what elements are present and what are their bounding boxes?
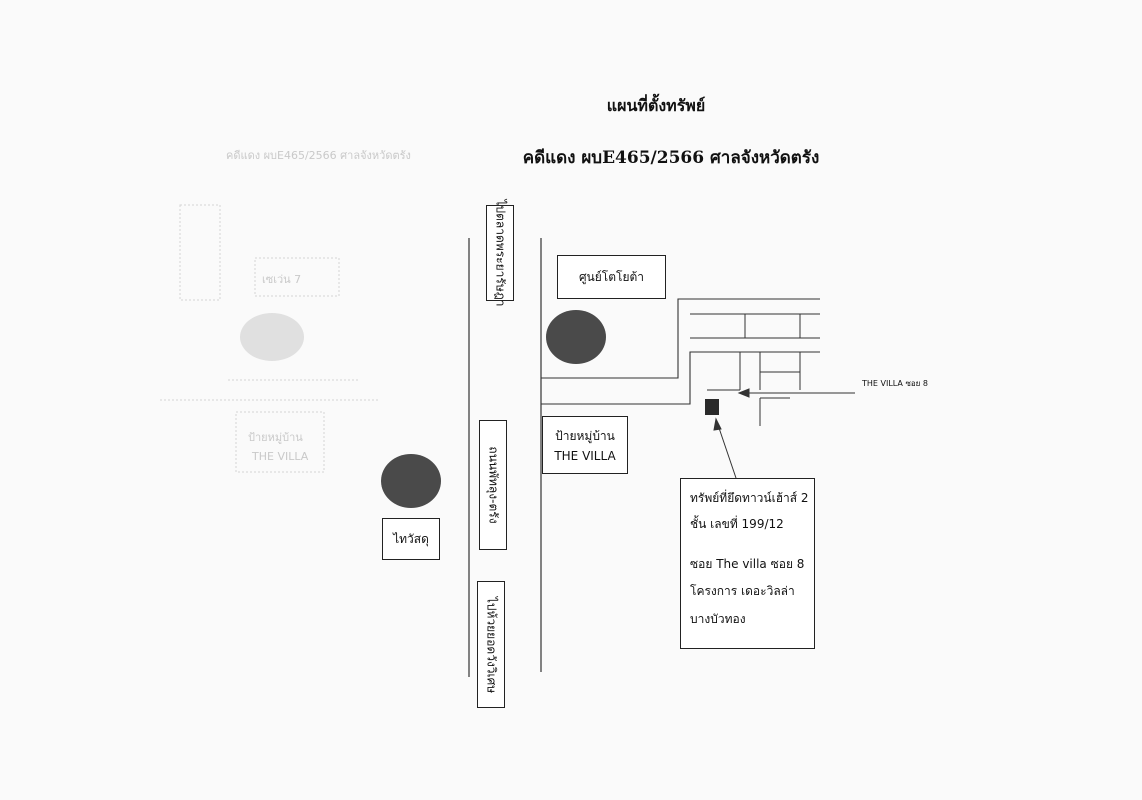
ghost-label-2: ป้ายหมู่บ้าน: [248, 431, 303, 444]
property-line-2: ชั้น เลขที่ 199/12: [690, 517, 784, 531]
ghost-marker: [240, 313, 304, 361]
toyota-center-label: ศูนย์โตโยต้า: [557, 255, 666, 299]
property-line-3: ซอย The villa ซอย 8: [690, 557, 805, 571]
ghost-rect-1: [179, 204, 221, 301]
ghost-rect-3: [235, 411, 325, 473]
property-description-box: ทรัพย์ที่ยึดทาวน์เฮ้าส์ 2 ชั้น เลขที่ 19…: [680, 478, 815, 649]
village-sign-line2: THE VILLA: [554, 449, 616, 463]
property-line-1: ทรัพย์ที่ยึดทาวน์เฮ้าส์ 2: [690, 491, 809, 505]
thai-watsadu-text: ไทวัสดุ: [393, 531, 429, 546]
side-road-upper: [541, 298, 820, 379]
ghost-label-3: THE VILLA: [252, 450, 309, 463]
case-number-heading: คดีแดง ผบE465/2566 ศาลจังหวัดตรัง: [522, 148, 820, 168]
road-label-bottom-text: ไปห้วยยอดวังวิเศษ: [484, 596, 499, 693]
toyota-location-marker: [546, 310, 606, 364]
side-road-lower: [541, 351, 820, 405]
ghost-label-1: เซเว่น 7: [262, 273, 302, 286]
thai-watsadu-location-marker: [381, 454, 441, 508]
road-label-middle: ถนนพัทลุง-ตรัง: [479, 420, 507, 550]
soi-pointer-label: THE VILLA ซอย 8: [862, 379, 928, 388]
toyota-center-text: ศูนย์โตโยต้า: [578, 269, 645, 284]
village-sign-label: ป้ายหมู่บ้าน THE VILLA: [542, 416, 628, 474]
pointer-arrows: [713, 388, 855, 479]
ghost-rect-2: [254, 257, 340, 297]
property-location-marker: [705, 399, 719, 415]
ghost-shapes: [160, 204, 380, 473]
property-line-5: บางบัวทอง: [690, 612, 746, 626]
property-line-4: โครงการ เดอะวิลล่า: [690, 584, 795, 598]
road-label-top-text: ไปตลาดพระยารัษฎา: [493, 199, 508, 307]
road-label-top: ไปตลาดพระยารัษฎา: [486, 199, 514, 307]
page-title: แผนที่ตั้งทรัพย์: [606, 96, 706, 115]
road-label-bottom: ไปห้วยยอดวังวิเศษ: [477, 581, 505, 708]
road-label-middle-text: ถนนพัทลุง-ตรัง: [486, 446, 501, 524]
faded-case-line: คดีแดง ผบE465/2566 ศาลจังหวัดตรัง: [226, 149, 411, 162]
thai-watsadu-label: ไทวัสดุ: [382, 518, 440, 560]
village-sign-line1: ป้ายหมู่บ้าน: [555, 429, 615, 443]
village-grid: [690, 313, 820, 426]
